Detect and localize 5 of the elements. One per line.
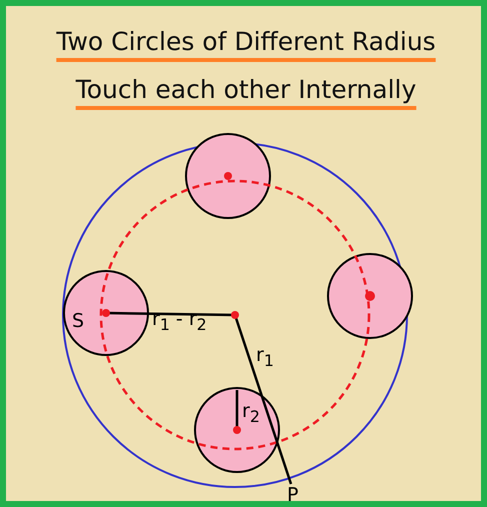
radius-label: r$_{1}$: [256, 344, 274, 372]
point-label: P: [287, 484, 298, 506]
point-label: S: [72, 310, 84, 332]
radius-label: r$_{2}$: [242, 400, 260, 428]
title-text: Two Circles of Different Radius Touch each other Internally: [55, 26, 437, 106]
